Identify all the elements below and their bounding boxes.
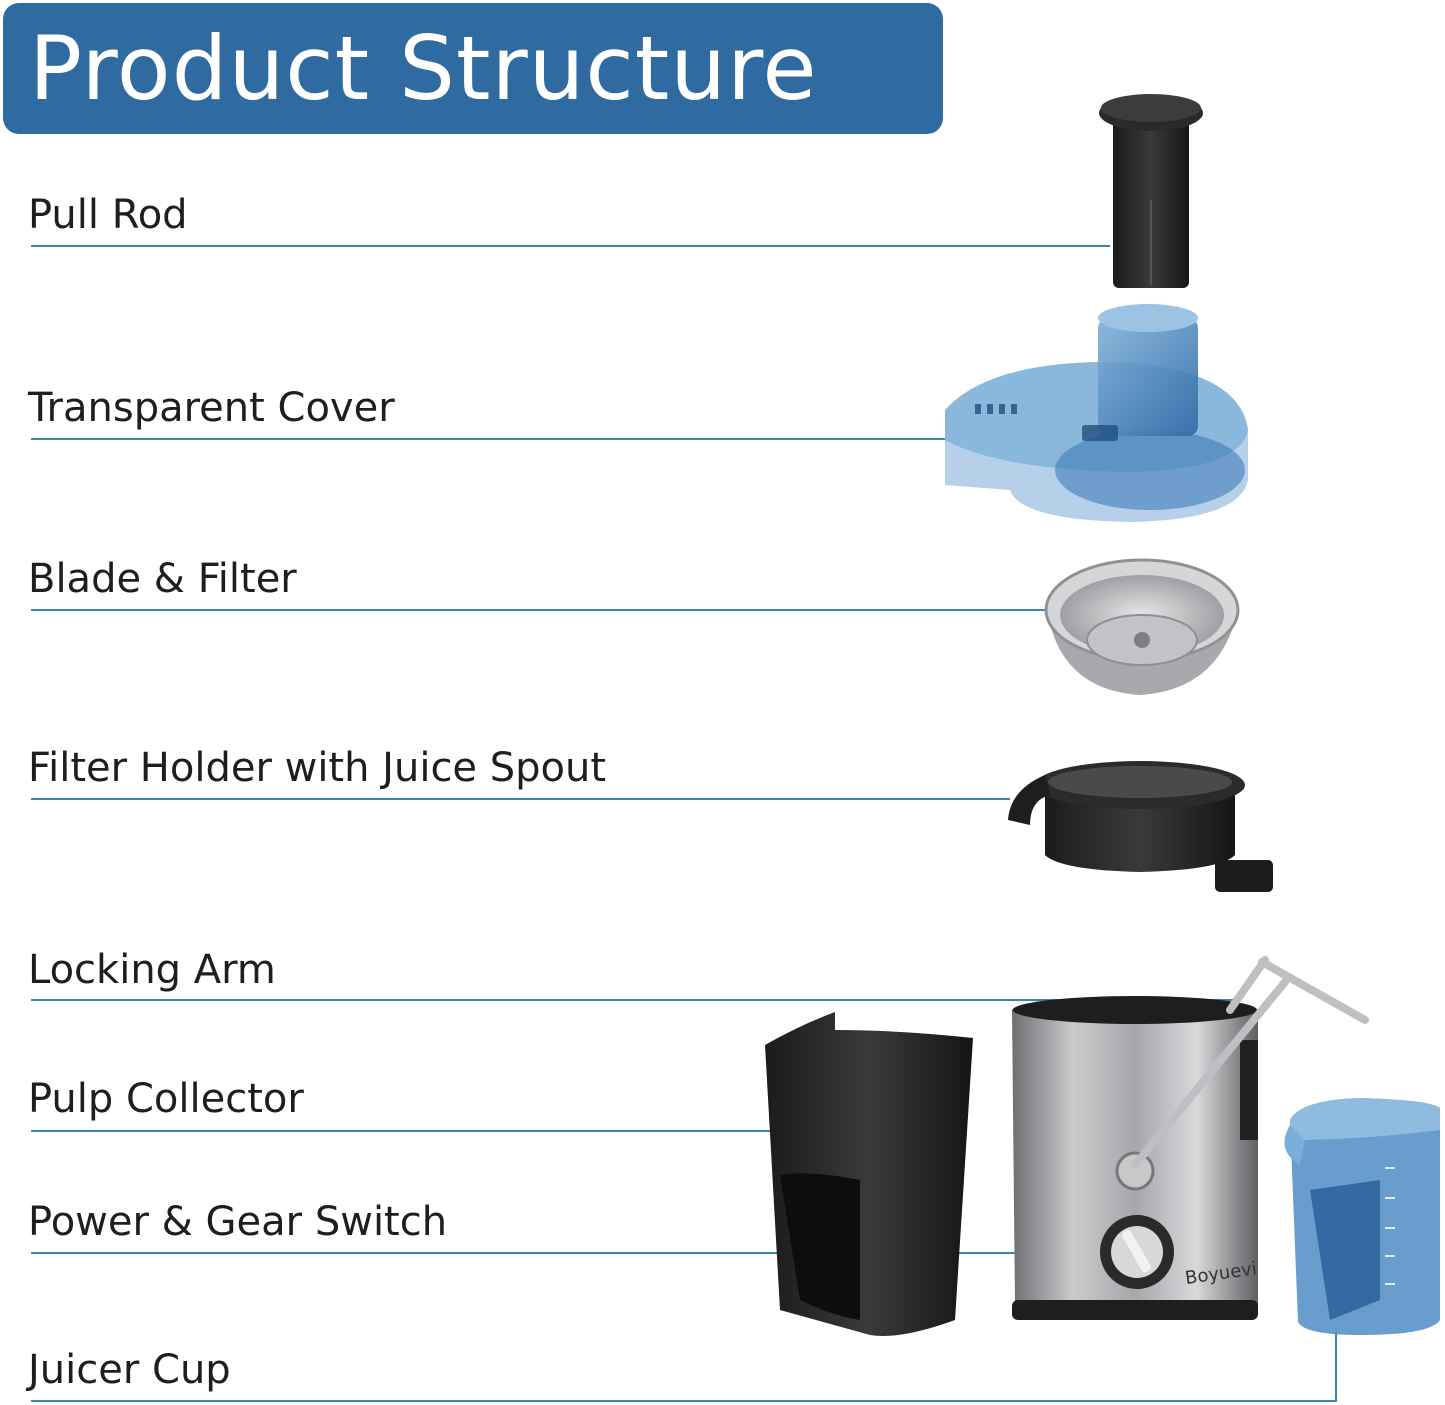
juicer-cup-illustration bbox=[1284, 1098, 1440, 1335]
filter-holder-illustration bbox=[1008, 761, 1273, 892]
juicer-base-illustration: Boyuevi bbox=[1012, 996, 1258, 1320]
label-filter-holder: Filter Holder with Juice Spout bbox=[28, 745, 607, 791]
label-pull-rod: Pull Rod bbox=[28, 192, 188, 238]
title-banner: Product Structure bbox=[3, 3, 943, 134]
transparent-cover-illustration bbox=[945, 304, 1248, 522]
locking-arm-illustration bbox=[1131, 956, 1369, 1169]
leader-line-juicer-cup bbox=[31, 1332, 1337, 1402]
blade-filter-illustration bbox=[1044, 558, 1240, 695]
pulp-collector-illustration bbox=[765, 1012, 973, 1336]
label-pulp-collector: Pulp Collector bbox=[28, 1076, 304, 1122]
label-locking-arm: Locking Arm bbox=[28, 947, 276, 993]
pull-rod-illustration bbox=[1099, 94, 1203, 288]
leader-lines bbox=[31, 245, 1337, 1402]
label-power-switch: Power & Gear Switch bbox=[28, 1199, 448, 1245]
label-transparent-cover: Transparent Cover bbox=[28, 385, 395, 431]
label-juicer-cup: Juicer Cup bbox=[28, 1347, 231, 1393]
page-title: Product Structure bbox=[29, 17, 818, 120]
label-blade-filter: Blade & Filter bbox=[28, 556, 297, 602]
